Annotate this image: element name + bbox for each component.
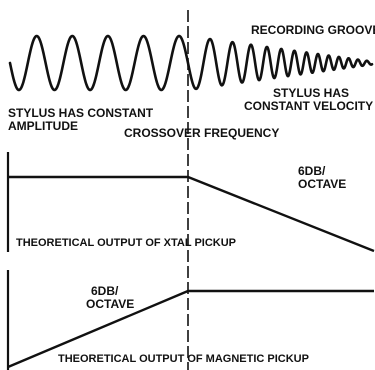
- xtal-output-title: THEORETICAL OUTPUT OF XTAL PICKUP: [16, 237, 236, 249]
- xtal-slope-label-line2: OCTAVE: [298, 177, 346, 191]
- magnetic-slope-label-line2: OCTAVE: [86, 297, 134, 311]
- constant-amplitude-label-line1: STYLUS HAS CONSTANT: [8, 106, 154, 120]
- crossover-frequency-label: CROSSOVER FREQUENCY: [124, 126, 279, 140]
- recording-grooves-label: RECORDING GROOVES: [251, 23, 375, 37]
- recording-groove-waveform: [10, 36, 372, 90]
- xtal-slope-label-line1: 6DB/: [298, 164, 326, 178]
- constant-velocity-label-line2: CONSTANT VELOCITY: [244, 99, 373, 113]
- constant-velocity-label-line1: STYLUS HAS: [273, 86, 349, 100]
- magnetic-slope-label-line1: 6DB/: [91, 284, 119, 298]
- magnetic-output-title: THEORETICAL OUTPUT OF MAGNETIC PICKUP: [58, 353, 309, 365]
- constant-amplitude-label-line2: AMPLITUDE: [8, 119, 78, 133]
